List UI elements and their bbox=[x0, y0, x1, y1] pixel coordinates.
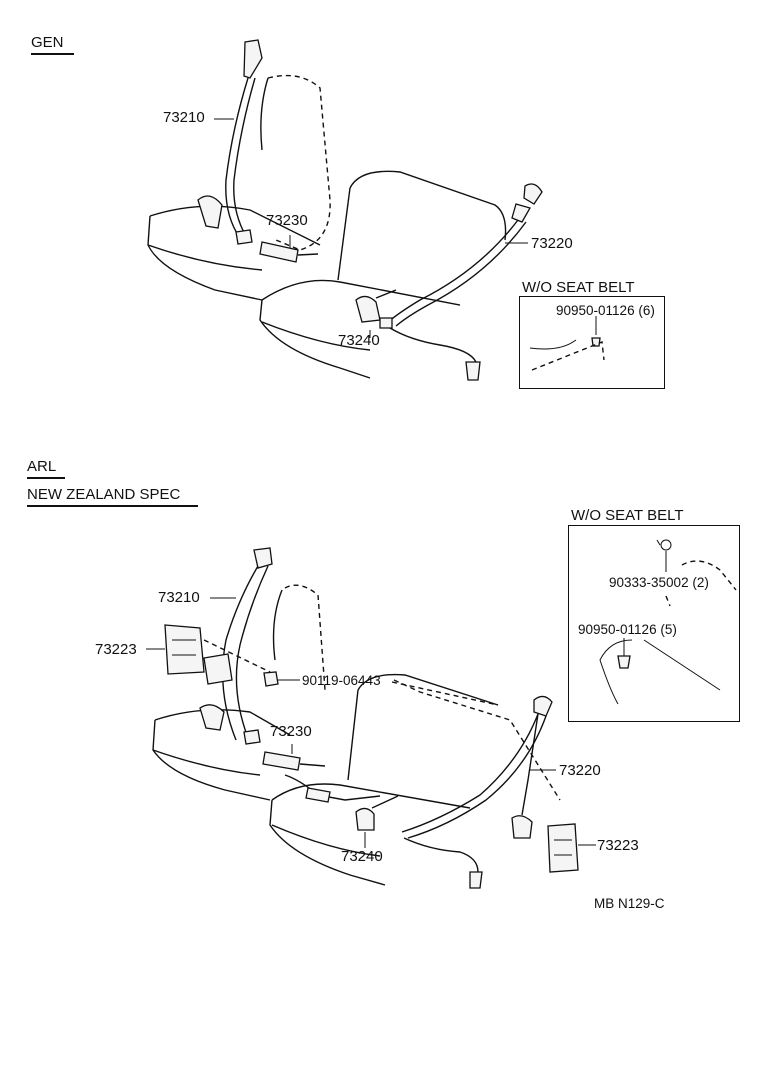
arl-left-seat bbox=[152, 584, 326, 801]
gen-box-art bbox=[529, 316, 605, 371]
arl-buckle-73230 bbox=[262, 751, 381, 803]
gen-belt-73210 bbox=[197, 39, 263, 245]
arl-bolt-90119 bbox=[263, 671, 561, 801]
part-number-73240: 73240 bbox=[338, 332, 380, 349]
gen-leader-lines bbox=[214, 118, 528, 338]
arl-wo-seat-belt-box bbox=[568, 525, 740, 722]
gen-belt-73220 bbox=[387, 183, 543, 381]
gen-buckle-73240 bbox=[355, 289, 397, 329]
arl-leader-lines bbox=[146, 597, 596, 848]
section-title-arl: ARL bbox=[27, 459, 65, 479]
part-number-73230: 73230 bbox=[270, 723, 312, 740]
part-number-73223: 73223 bbox=[597, 837, 639, 854]
arl-belt-73210 bbox=[199, 547, 273, 745]
part-number-90950-01126-5: 90950-01126 (5) bbox=[578, 622, 677, 637]
arl-box-art bbox=[599, 539, 737, 705]
arl-belt-73220 bbox=[401, 695, 553, 889]
part-number-73210: 73210 bbox=[158, 589, 200, 606]
gen-box-title: W/O SEAT BELT bbox=[522, 279, 635, 296]
arl-box-title: W/O SEAT BELT bbox=[571, 507, 684, 524]
gen-buckle-73230 bbox=[259, 241, 319, 263]
part-number-73230: 73230 bbox=[266, 212, 308, 229]
arl-retractor-73223-left bbox=[164, 624, 271, 675]
arl-right-seat bbox=[269, 673, 499, 886]
gen-right-seat bbox=[259, 170, 507, 379]
diagram-code: MB N129-C bbox=[594, 896, 665, 911]
section-title-new-zealand-spec: NEW ZEALAND SPEC bbox=[27, 487, 198, 507]
section-title-gen: GEN bbox=[31, 35, 74, 55]
arl-retractor-73223-right bbox=[547, 823, 579, 873]
gen-wo-seat-belt-box bbox=[519, 296, 665, 389]
arl-buckle-73240 bbox=[355, 795, 399, 831]
part-number-73223: 73223 bbox=[95, 641, 137, 658]
part-number-73220: 73220 bbox=[559, 762, 601, 779]
part-number-73220: 73220 bbox=[531, 235, 573, 252]
part-number-90333-35002-2: 90333-35002 (2) bbox=[609, 575, 709, 590]
part-number-73210: 73210 bbox=[163, 109, 205, 126]
part-number-90950-01126-6: 90950-01126 (6) bbox=[556, 303, 655, 318]
part-number-73240: 73240 bbox=[341, 848, 383, 865]
part-number-90119-06443: 90119-06443 bbox=[302, 673, 381, 688]
